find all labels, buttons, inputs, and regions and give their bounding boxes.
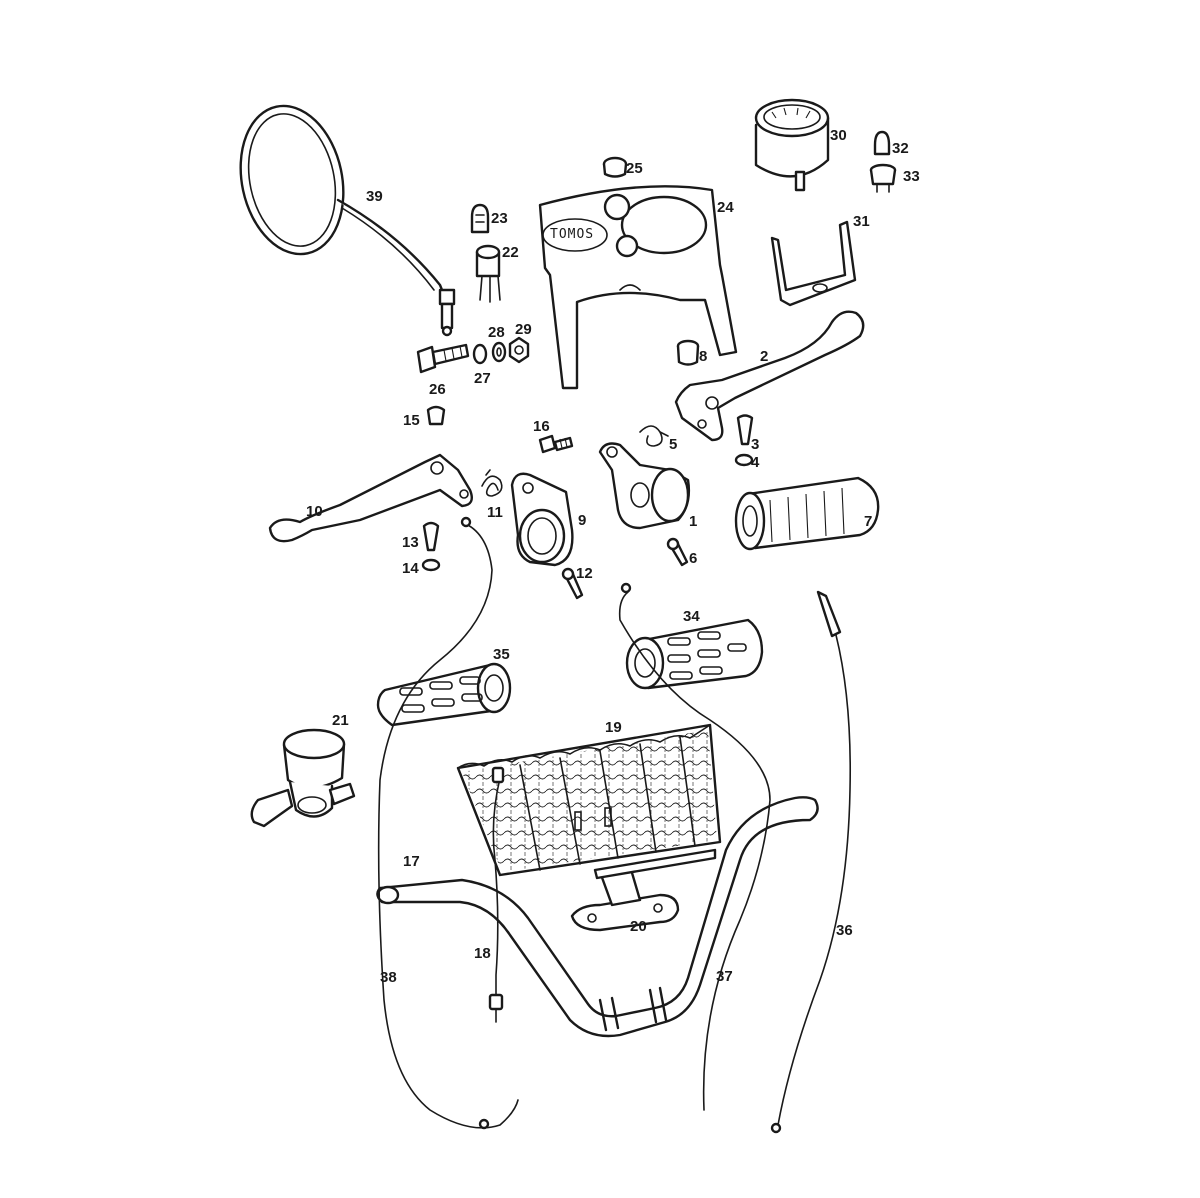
callout-33: 33: [903, 168, 920, 185]
callout-26: 26: [429, 381, 446, 398]
part-7-throttle-grip: [734, 476, 880, 551]
part-19-basket: [456, 723, 722, 877]
part-4-nut: [734, 453, 754, 467]
part-31-bracket: [770, 220, 857, 307]
part-10-left-lever: [268, 453, 473, 543]
part-23-bulb: [470, 203, 490, 234]
callout-28: 28: [488, 324, 505, 341]
part-21-bell: [250, 728, 356, 828]
part-24-dash-panel: TOMOS: [538, 185, 738, 390]
part-15-adjuster: [426, 405, 446, 426]
part-13-pivot-bolt: [422, 521, 440, 552]
part-18-wire-lead: [488, 766, 505, 1023]
part-36-cable: [770, 590, 852, 1134]
part-30-speedometer: [754, 98, 830, 192]
callout-32: 32: [892, 140, 909, 157]
part-20-basket-bracket: [570, 848, 717, 932]
part-8-cap: [676, 339, 700, 366]
part-38-cable: [377, 516, 519, 1130]
callout-6: 6: [689, 550, 697, 567]
callout-7: 7: [864, 513, 872, 530]
part-1-throttle-housing: [598, 442, 691, 530]
callout-35: 35: [493, 646, 510, 663]
callout-31: 31: [853, 213, 870, 230]
callout-30: 30: [830, 127, 847, 144]
callout-39: 39: [366, 188, 383, 205]
callout-14: 14: [402, 560, 419, 577]
callout-15: 15: [403, 412, 420, 429]
callout-3: 3: [751, 436, 759, 453]
callout-19: 19: [605, 719, 622, 736]
part-12-screw: [561, 567, 584, 600]
part-34-grip: [625, 618, 764, 690]
callout-13: 13: [402, 534, 419, 551]
part-26-bolt: [416, 343, 470, 374]
callout-34: 34: [683, 608, 700, 625]
callout-17: 17: [403, 853, 420, 870]
callout-38: 38: [380, 969, 397, 986]
callout-21: 21: [332, 712, 349, 729]
part-32-bulb: [873, 130, 891, 156]
callout-1: 1: [689, 513, 697, 530]
part-11-spring: [481, 469, 503, 497]
part-17-handlebar: [376, 796, 819, 1038]
callout-labels: 1 2 3 4 5 6 7 8 9 10 11 12 13 14 15 16 1…: [306, 127, 920, 986]
callout-18: 18: [474, 945, 491, 962]
part-33-bulb-holder: [869, 163, 897, 193]
callout-11: 11: [487, 504, 503, 521]
callout-10: 10: [306, 503, 323, 520]
part-27-washer: [472, 343, 488, 365]
part-39-mirror: [239, 104, 456, 337]
callout-16: 16: [533, 418, 550, 435]
callout-29: 29: [515, 321, 532, 338]
part-14-nut: [421, 558, 441, 572]
callout-20: 20: [630, 918, 647, 935]
callout-37: 37: [716, 968, 733, 985]
callout-23: 23: [491, 210, 508, 227]
callout-5: 5: [669, 436, 677, 453]
part-5-spring: [639, 425, 669, 447]
callout-2: 2: [760, 348, 768, 365]
part-3-pivot-bolt: [736, 414, 754, 446]
part-29-nut: [508, 336, 530, 364]
part-16-adjuster-screw: [538, 434, 574, 454]
callout-25: 25: [626, 160, 643, 177]
part-22-bulb-socket: [475, 244, 501, 303]
callout-36: 36: [836, 922, 853, 939]
tomos-logo: TOMOS: [550, 227, 594, 242]
callout-27: 27: [474, 370, 491, 387]
callout-4: 4: [751, 454, 760, 471]
part-28-washer: [491, 341, 507, 363]
part-25-plug: [602, 156, 628, 178]
callout-22: 22: [502, 244, 519, 261]
callout-12: 12: [576, 565, 593, 582]
part-35-grip: [376, 662, 512, 727]
part-6-screw: [666, 537, 689, 567]
part-2-right-lever: [674, 310, 865, 442]
callout-9: 9: [578, 512, 586, 529]
part-9-lever-bracket: [510, 472, 574, 567]
callout-8: 8: [699, 348, 707, 365]
callout-24: 24: [717, 199, 734, 216]
part-37-cable: [618, 582, 771, 1111]
